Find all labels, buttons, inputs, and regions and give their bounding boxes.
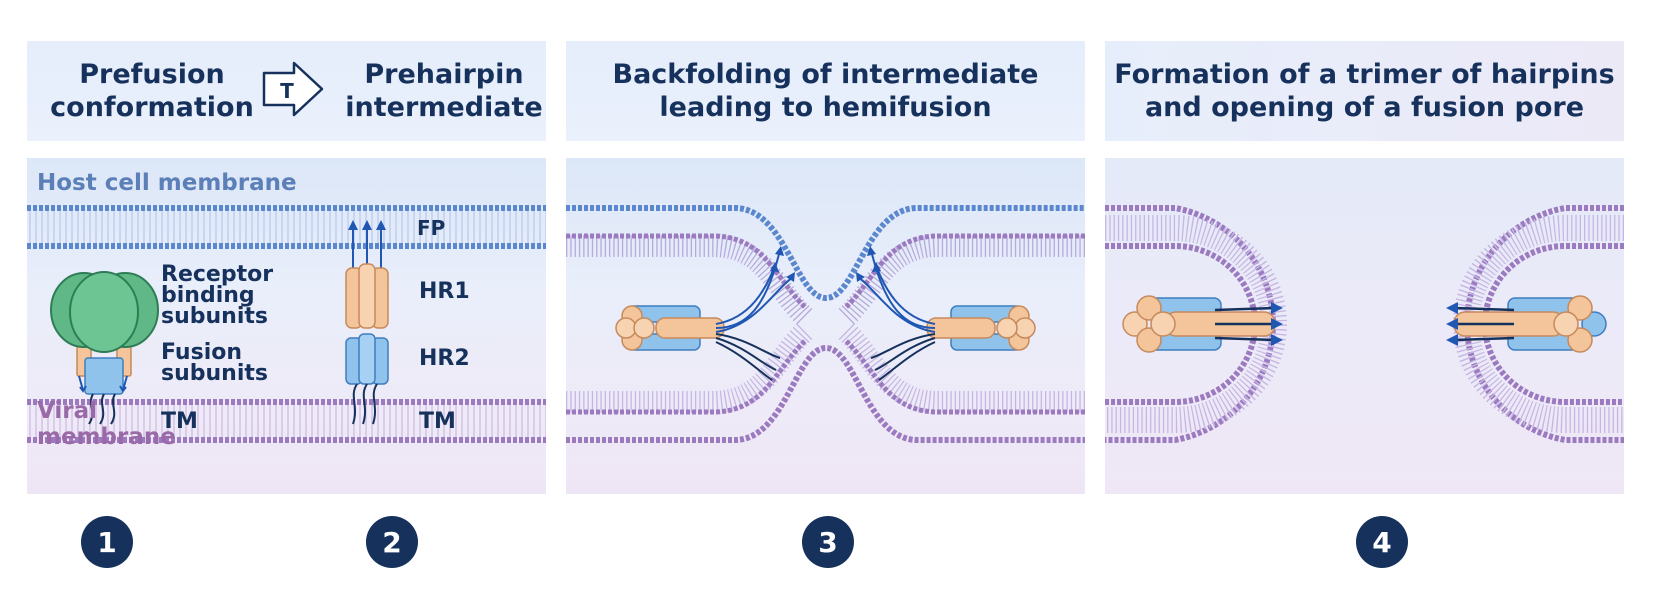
backfolding-protein-right-icon [856, 246, 1036, 381]
hr1-label: HR1 [419, 279, 470, 304]
tm-label-2: TM [419, 409, 456, 434]
host-membrane-label: Host cell membrane [37, 170, 297, 196]
step-badge-1: 1 [81, 516, 133, 568]
header-step-2: Prehairpin intermediate [342, 41, 546, 141]
receptor-label-line-3: subunits [161, 304, 268, 329]
viral-membrane-label-line-1: Viral [37, 398, 98, 424]
receptor-label: Receptor binding subunits [161, 262, 274, 329]
header-step-3-line-1: Backfolding of intermediate [612, 59, 1039, 90]
fp-label: FP [417, 216, 446, 240]
hr2-label: HR2 [419, 346, 470, 371]
fusion-pore-diagram [1105, 205, 1624, 443]
transition-arrow-icon: T [262, 61, 324, 117]
step-badge-4: 4 [1356, 516, 1408, 568]
header-step-4-line-2: and opening of a fusion pore [1144, 92, 1585, 123]
header-step-4-line-1: Formation of a trimer of hairpins [1114, 59, 1615, 90]
panel-steps-1-2: Host cell membrane Viral membrane Recept… [27, 158, 546, 494]
header-step-3-line-2: leading to hemifusion [659, 92, 992, 123]
header-step-1: Prefusion conformation [27, 41, 277, 141]
fusion-label: Fusion subunits [161, 340, 268, 386]
step-badge-2: 2 [366, 516, 418, 568]
prehairpin-protein-icon [345, 220, 389, 425]
tm-label-1: TM [161, 409, 198, 434]
fusion-label-line-2: subunits [161, 361, 268, 386]
header-step-2-line-2: intermediate [345, 92, 543, 123]
backfolding-protein-left-icon [615, 246, 795, 381]
membranes-straight [27, 205, 546, 443]
panel-step-3 [566, 158, 1085, 494]
viral-membrane-label-line-2: membrane [37, 424, 176, 450]
header-step-1-line-2: conformation [50, 92, 254, 123]
header-step-2-line-1: Prehairpin [364, 59, 524, 90]
prefusion-protein-icon [50, 271, 159, 425]
receptor-label-line-2: binding [161, 283, 255, 308]
transition-symbol: T [280, 79, 294, 103]
step-badge-3: 3 [802, 516, 854, 568]
fusion-label-line-1: Fusion [161, 340, 243, 365]
panel-step-4 [1105, 158, 1624, 494]
hairpin-trimer-right-icon [1446, 295, 1607, 353]
hairpin-trimer-left-icon [1122, 295, 1283, 353]
receptor-label-line-1: Receptor [161, 262, 274, 287]
header-step-4: Formation of a trimer of hairpins and op… [1105, 41, 1624, 141]
header-steps-1-2: Prefusion conformation Prehairpin interm… [27, 41, 546, 141]
header-step-1-line-1: Prefusion [79, 59, 225, 90]
viral-membrane-label: Viral membrane [37, 398, 176, 450]
header-step-3: Backfolding of intermediate leading to h… [566, 41, 1085, 141]
hemifusion-diagram [566, 205, 1085, 443]
